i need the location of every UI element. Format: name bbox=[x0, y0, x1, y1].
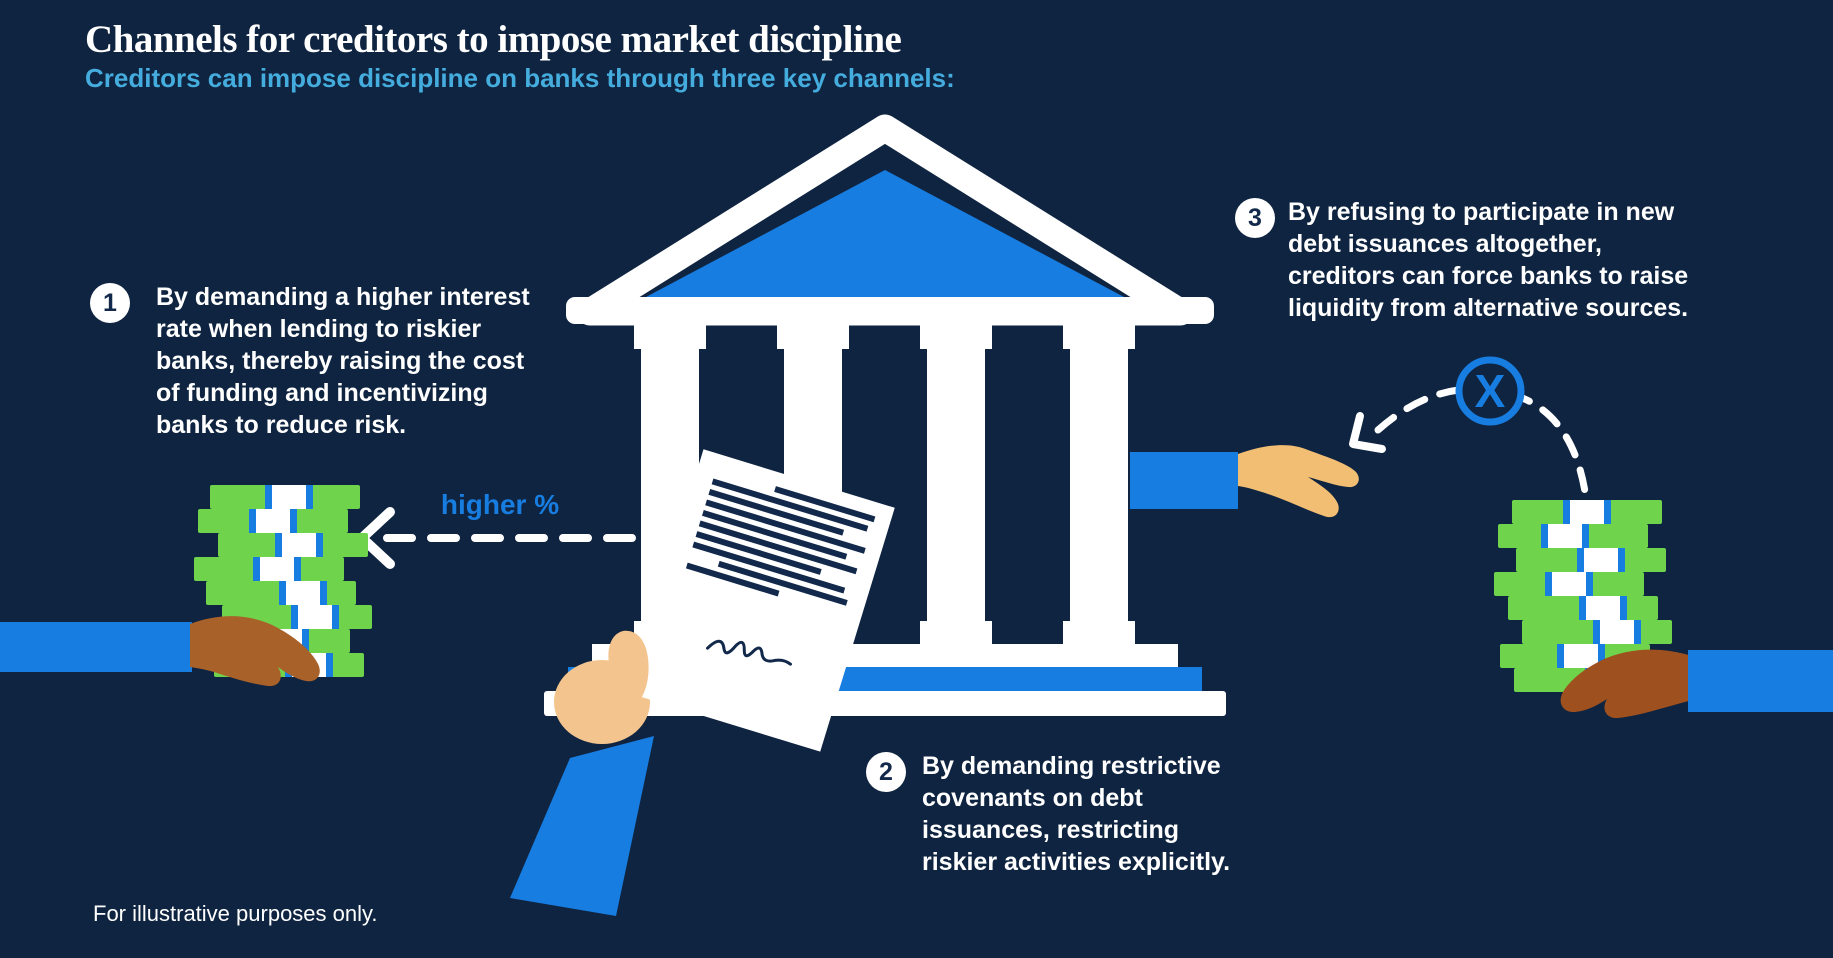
document-icon bbox=[628, 449, 895, 752]
x-mark-glyph: X bbox=[1475, 365, 1506, 417]
channel-2-badge: 2 bbox=[866, 752, 906, 792]
column-base bbox=[1063, 621, 1135, 644]
channel-2-text: By demanding restrictive covenants on de… bbox=[922, 752, 1231, 876]
channel-1-badge: 1 bbox=[90, 283, 130, 323]
higher-rate-label: higher % bbox=[440, 489, 560, 520]
sleeve-bank-right bbox=[1130, 452, 1238, 509]
bank-icon bbox=[544, 114, 1226, 716]
channel-1-text: By demanding a higher interest rate when… bbox=[156, 283, 530, 439]
open-hand-icon bbox=[1238, 445, 1359, 518]
column-base bbox=[920, 621, 992, 644]
column-shaft bbox=[1070, 349, 1128, 621]
page-title: Channels for creditors to impose market … bbox=[85, 18, 902, 61]
signature bbox=[706, 639, 792, 666]
entablature bbox=[566, 297, 1214, 324]
bank-hand-right-icon bbox=[1130, 445, 1359, 518]
pediment-fill bbox=[646, 170, 1124, 297]
column-capital bbox=[920, 324, 992, 349]
signed-document-hand bbox=[510, 449, 895, 916]
page-subtitle: Creditors can impose discipline on banks… bbox=[85, 63, 955, 93]
column-capital bbox=[634, 324, 706, 349]
footer-disclaimer: For illustrative purposes only. bbox=[93, 901, 378, 926]
channel-3-badge: 3 bbox=[1235, 198, 1275, 238]
hand-right-icon bbox=[1560, 649, 1692, 719]
money-stack-right-icon bbox=[1494, 500, 1833, 719]
sleeve-left bbox=[0, 622, 192, 672]
column-shaft bbox=[927, 349, 985, 621]
column-capital bbox=[1063, 324, 1135, 349]
column-capital bbox=[777, 324, 849, 349]
money-stack-left-icon bbox=[0, 485, 372, 687]
channel-3-text: By refusing to participate in new debt i… bbox=[1288, 198, 1689, 322]
x-circle-icon: X bbox=[1455, 356, 1525, 426]
thumb-document bbox=[608, 630, 649, 705]
document-text-lines bbox=[685, 478, 876, 606]
hand-left-icon bbox=[190, 616, 320, 687]
sleeve-right bbox=[1688, 650, 1833, 712]
sleeve-document bbox=[510, 736, 654, 916]
arrowhead-downleft-icon bbox=[1349, 412, 1386, 453]
